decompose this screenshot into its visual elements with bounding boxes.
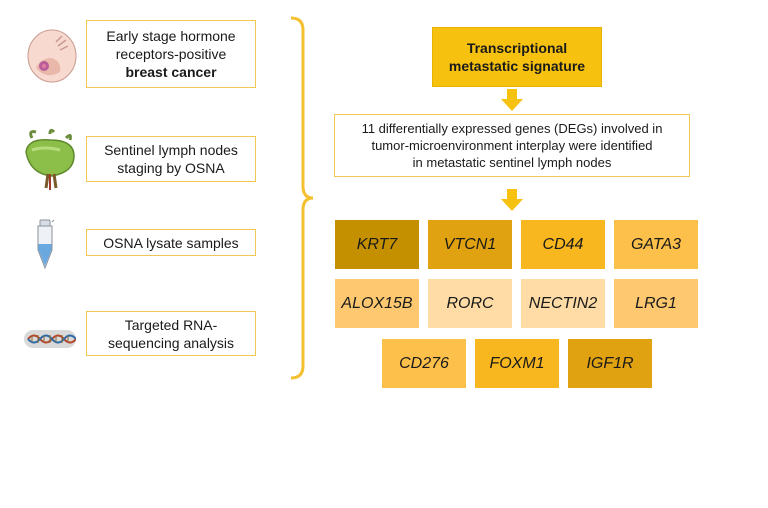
input-line: receptors-positive bbox=[115, 46, 227, 62]
gene-box: KRT7 bbox=[335, 220, 419, 269]
description-line-1: 11 differentially expressed genes (DEGs)… bbox=[361, 121, 663, 136]
description-box: 11 differentially expressed genes (DEGs)… bbox=[334, 114, 690, 177]
gene-label: CD276 bbox=[399, 354, 449, 372]
tube-icon bbox=[37, 219, 55, 270]
input-box-osna-lysate: OSNA lysate samples bbox=[86, 229, 256, 256]
input-line: sequencing analysis bbox=[107, 334, 235, 351]
breast-icon bbox=[27, 29, 77, 83]
down-arrow-icon bbox=[501, 89, 523, 111]
gene-box: CD276 bbox=[382, 339, 466, 388]
gene-box: RORC bbox=[428, 279, 512, 328]
input-bold-line: breast cancer bbox=[125, 64, 217, 80]
signature-line-1: Transcriptional bbox=[466, 40, 568, 56]
gene-label: RORC bbox=[446, 294, 494, 312]
gene-label: IGF1R bbox=[586, 354, 634, 372]
gene-label: FOXM1 bbox=[489, 354, 545, 372]
gene-box: GATA3 bbox=[614, 220, 698, 269]
lymph-node-icon bbox=[25, 128, 75, 190]
input-line: Sentinel lymph nodes bbox=[104, 142, 238, 158]
bracket bbox=[290, 16, 314, 380]
gene-label: ALOX15B bbox=[341, 294, 413, 312]
down-arrow-icon bbox=[501, 189, 523, 211]
signature-box: Transcriptional metastatic signature bbox=[432, 27, 602, 87]
input-box-sentinel-nodes: Sentinel lymph nodes staging by OSNA bbox=[86, 136, 256, 182]
description-line-2: tumor-microenvironment interplay were id… bbox=[371, 138, 653, 153]
description-line-3: in metastatic sentinel lymph nodes bbox=[412, 155, 612, 170]
input-line: OSNA lysate samples bbox=[103, 234, 239, 251]
input-line: staging by OSNA bbox=[117, 160, 225, 176]
gene-box: VTCN1 bbox=[428, 220, 512, 269]
gene-box: CD44 bbox=[521, 220, 605, 269]
gene-label: CD44 bbox=[542, 235, 584, 253]
gene-label: VTCN1 bbox=[443, 235, 497, 253]
input-box-rna-seq: Targeted RNA- sequencing analysis bbox=[86, 311, 256, 356]
gene-box: NECTIN2 bbox=[521, 279, 605, 328]
input-line: Early stage hormone bbox=[106, 28, 236, 44]
signature-line-2: metastatic signature bbox=[448, 58, 586, 74]
input-box-breast-cancer: Early stage hormone receptors-positive b… bbox=[86, 20, 256, 88]
gene-label: GATA3 bbox=[630, 235, 682, 253]
gene-label: KRT7 bbox=[356, 235, 398, 253]
gene-label: LRG1 bbox=[635, 294, 677, 312]
gene-box: LRG1 bbox=[614, 279, 698, 328]
gene-label: NECTIN2 bbox=[528, 294, 598, 312]
gene-box: ALOX15B bbox=[335, 279, 419, 328]
input-line: Targeted RNA- bbox=[124, 316, 218, 333]
gene-box: IGF1R bbox=[568, 339, 652, 388]
gene-box: FOXM1 bbox=[475, 339, 559, 388]
dna-icon bbox=[24, 330, 76, 348]
